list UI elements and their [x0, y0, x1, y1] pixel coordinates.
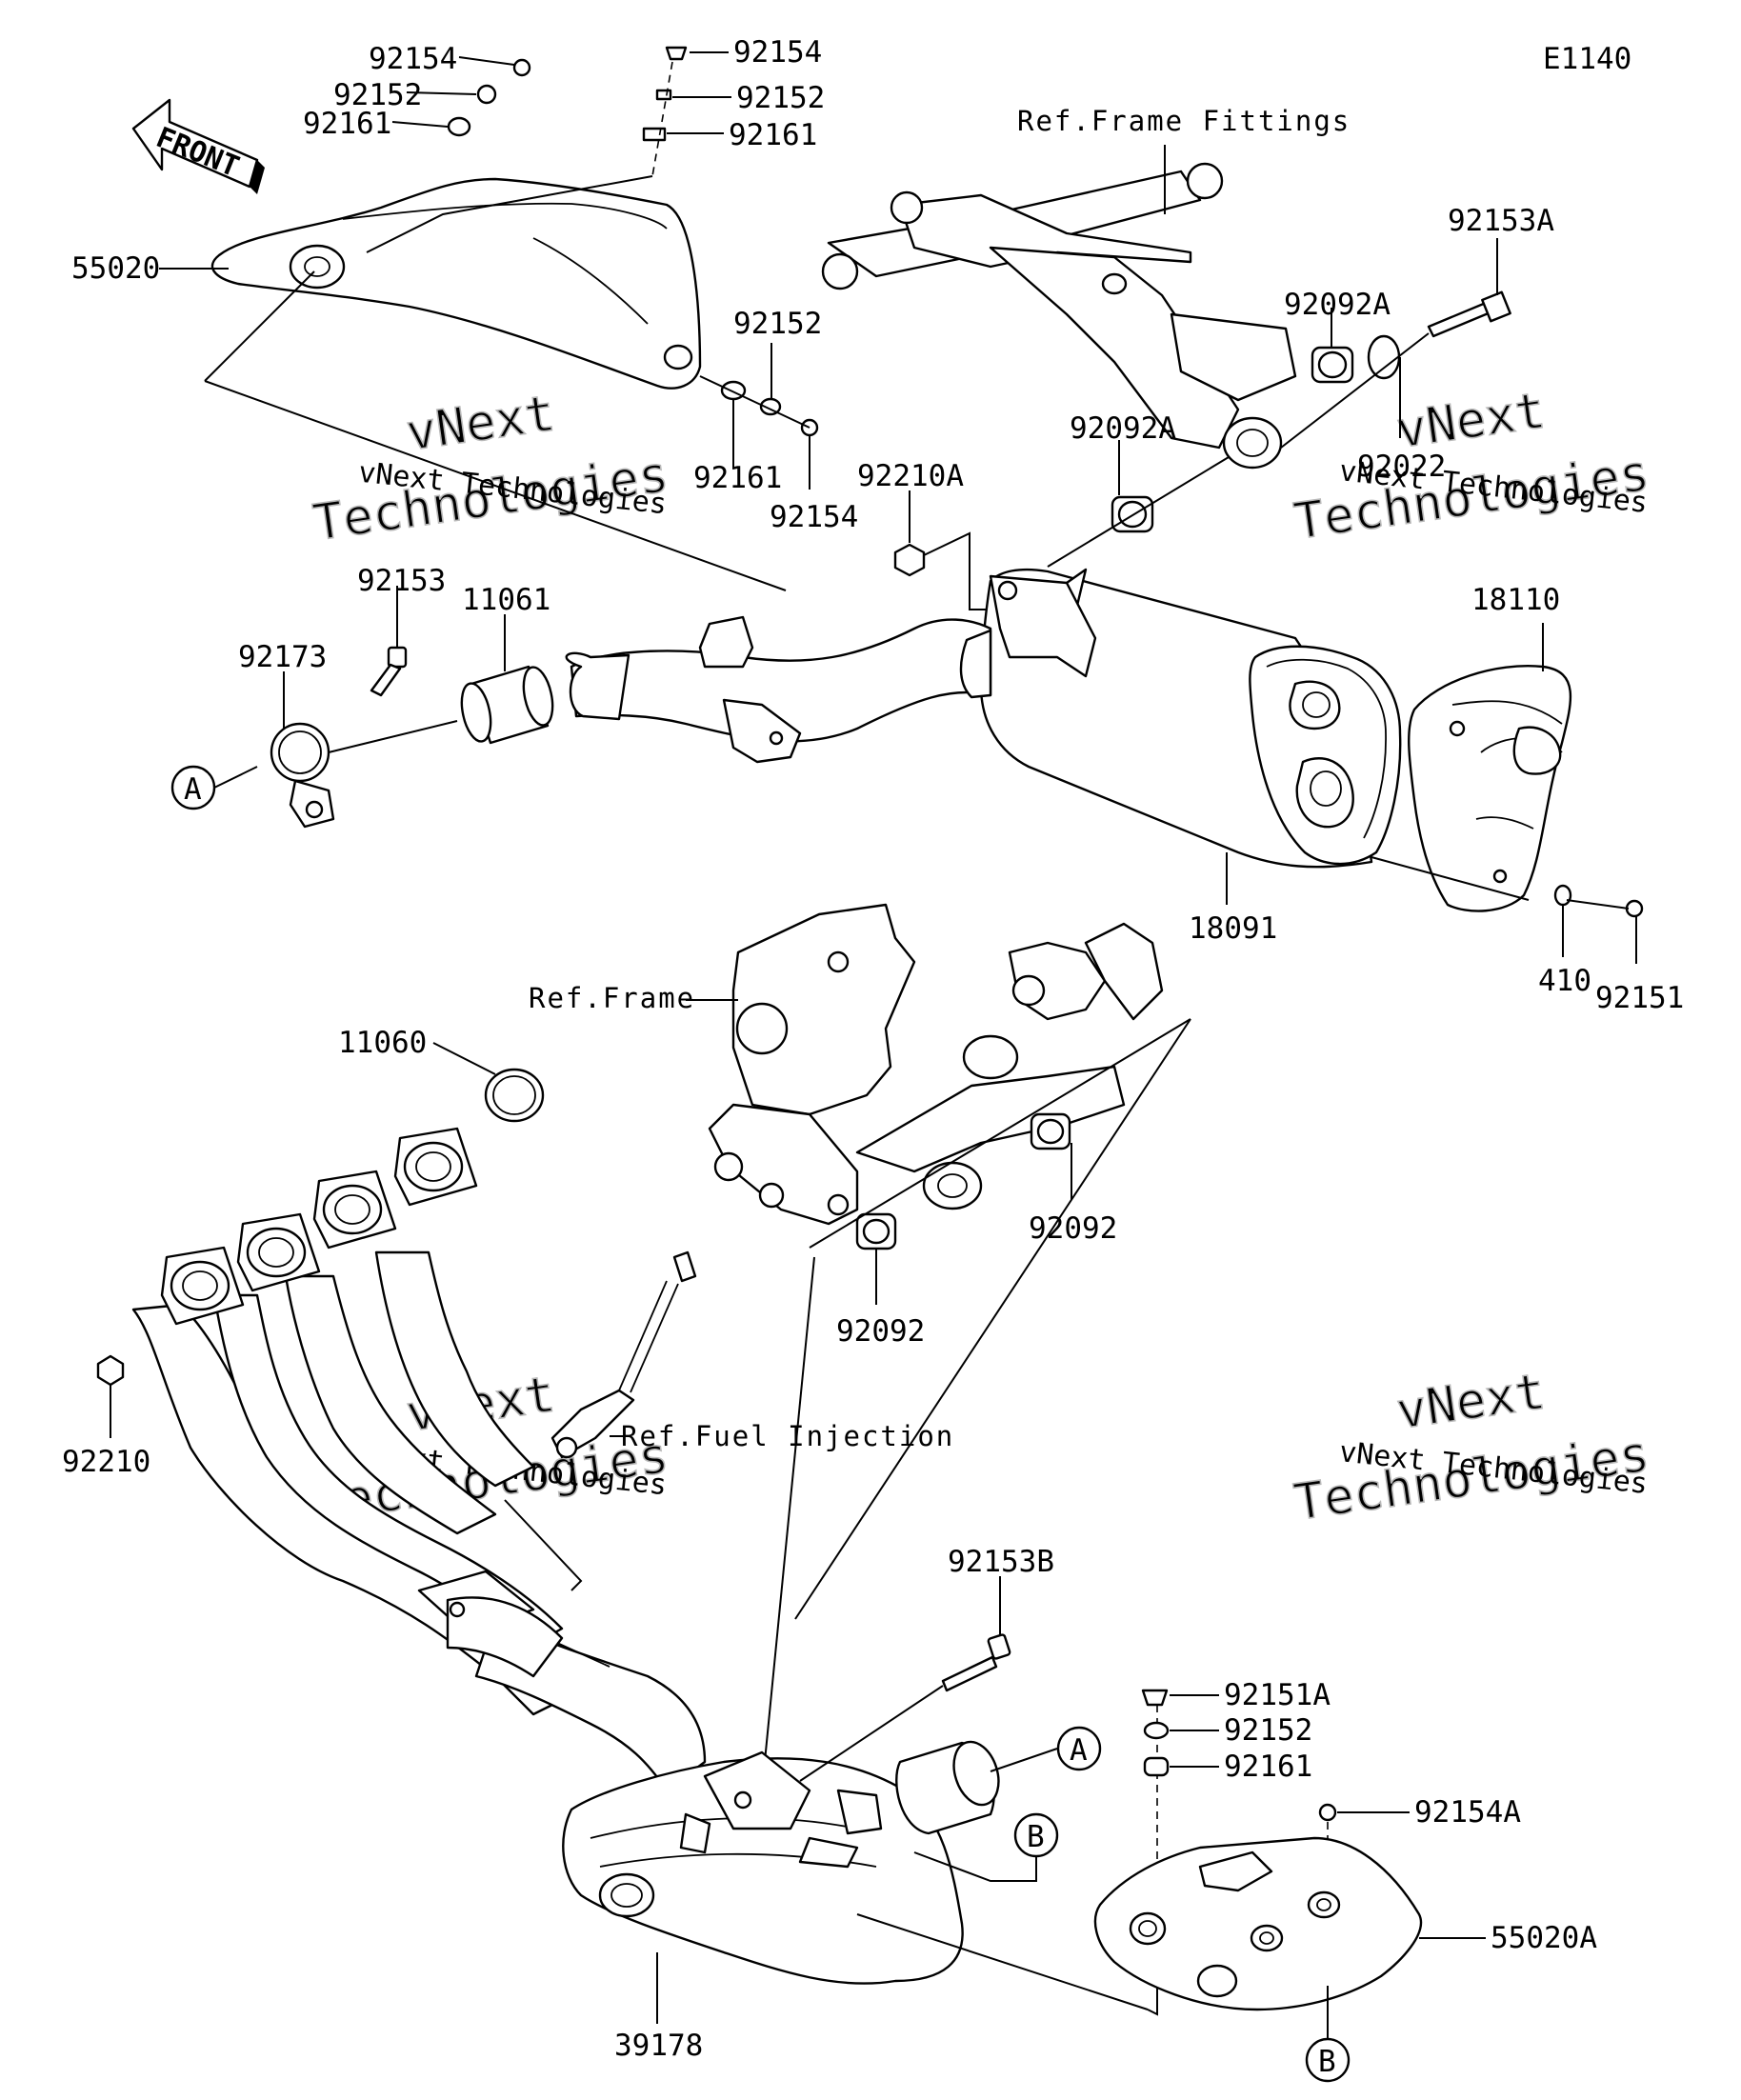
- label-92154A: 92154A: [1414, 1795, 1521, 1830]
- label-39178: 39178: [614, 2029, 703, 2063]
- callout-b-bottom-label: B: [1318, 2045, 1336, 2079]
- joint-pipe: [895, 1740, 1000, 1835]
- link-pipe: [565, 615, 992, 764]
- callout-b-mid: [1013, 1812, 1059, 1858]
- label-92153B: 92153B: [948, 1545, 1054, 1579]
- label-55020A: 55020A: [1491, 1921, 1597, 1955]
- label-18091: 18091: [1189, 911, 1277, 946]
- label-92154: 92154: [733, 35, 822, 70]
- label-18110: 18110: [1471, 583, 1560, 617]
- watermark-line1: vNext: [1393, 1364, 1549, 1441]
- label-92152: 92152: [333, 78, 422, 112]
- label-92022: 92022: [1357, 450, 1446, 484]
- label-11060: 11060: [338, 1026, 427, 1060]
- label-410: 410: [1538, 964, 1591, 998]
- label-92210: 92210: [62, 1445, 150, 1479]
- label-92161: 92161: [1224, 1750, 1312, 1784]
- label-92092: 92092: [836, 1314, 925, 1349]
- label-92173: 92173: [238, 640, 327, 674]
- label-92092A: 92092A: [1070, 411, 1176, 446]
- watermark-line1: vNext: [403, 385, 558, 462]
- pre-chamber-39178: [562, 1750, 964, 1985]
- label-92092A: 92092A: [1284, 288, 1391, 322]
- bolt-92154-top-left: [391, 56, 531, 137]
- nut-92092-left: [855, 1212, 897, 1250]
- end-cap-18110: [1408, 665, 1572, 912]
- nut-92161-lower: [1143, 1756, 1170, 1777]
- ref-frame: Ref.Frame: [529, 982, 695, 1014]
- frame-fittings: [821, 162, 1297, 470]
- label-55020: 55020: [71, 251, 160, 286]
- washer-92022: [1367, 334, 1401, 380]
- label-11061: 11061: [462, 583, 550, 617]
- washer-92152-lower: [1143, 1721, 1170, 1740]
- callout-a-lower-label: A: [1070, 1733, 1088, 1768]
- heat-shield-upper: [210, 177, 702, 390]
- part-labels: 92154 92152 92161 92154 92152 92161 5502…: [62, 35, 1684, 2063]
- label-92154: 92154: [369, 42, 457, 76]
- nut-92092A-upper: [1311, 346, 1354, 384]
- nut-92210A: [893, 543, 926, 577]
- label-92161: 92161: [729, 118, 817, 152]
- bolt-92154-top-mid: [642, 46, 731, 177]
- bolt-92153A: [1427, 290, 1511, 338]
- bolt-92151: [1625, 899, 1644, 918]
- bolt-92153B: [941, 1633, 1011, 1692]
- diagram-code: E1140: [1543, 42, 1631, 76]
- header-flanges: [160, 1127, 478, 1326]
- heat-shield-lower: [1093, 1836, 1423, 2011]
- nut-92092-right: [1030, 1112, 1071, 1150]
- callout-a-upper-label: A: [184, 772, 202, 807]
- label-92151A: 92151A: [1224, 1678, 1331, 1712]
- callout-b-mid-label: B: [1027, 1820, 1045, 1854]
- label-92092: 92092: [1029, 1211, 1117, 1246]
- muffler-18091: [979, 568, 1402, 869]
- watermark-top-right: vNext Technologies vNext Technologies: [1290, 382, 1653, 552]
- clamp-92173: [270, 722, 335, 829]
- front-arrow-label: FRONT: [151, 121, 244, 184]
- ref-fuel-injection: Ref.Fuel Injection: [621, 1420, 954, 1452]
- nut-92210: [96, 1354, 125, 1387]
- washer-410: [1553, 884, 1572, 907]
- watermark-bottom-right: vNext Technologies vNext Technologies: [1290, 1363, 1653, 1533]
- exhaust-header: [131, 1250, 707, 1792]
- label-92210A: 92210A: [857, 459, 964, 493]
- label-92161: 92161: [303, 107, 391, 141]
- label-92161: 92161: [693, 461, 782, 495]
- watermark-line1: vNext: [1393, 383, 1549, 460]
- gasket-11060: [484, 1068, 545, 1123]
- label-92152: 92152: [736, 81, 825, 115]
- watermark-top-left: vNext Technologies vNext Technologies: [309, 384, 672, 552]
- label-92154: 92154: [770, 500, 858, 534]
- callout-a-lower: [1056, 1726, 1102, 1771]
- label-92151: 92151: [1595, 981, 1684, 1015]
- callout-b-bottom: [1305, 2037, 1351, 2083]
- gasket-11061: [460, 665, 554, 745]
- label-92153: 92153: [357, 564, 446, 598]
- oxygen-sensor: [550, 1250, 697, 1459]
- ref-frame-fittings: Ref.Frame Fittings: [1017, 105, 1351, 137]
- bolt-92154A: [1318, 1803, 1337, 1822]
- bolt-92151A: [1141, 1689, 1169, 1707]
- label-92153A: 92153A: [1448, 204, 1554, 238]
- front-arrow: FRONT: [131, 98, 265, 194]
- label-92152: 92152: [1224, 1713, 1312, 1748]
- frame-section: [708, 903, 1164, 1226]
- bolt-92153-upper: [370, 646, 408, 697]
- label-92152: 92152: [733, 307, 822, 341]
